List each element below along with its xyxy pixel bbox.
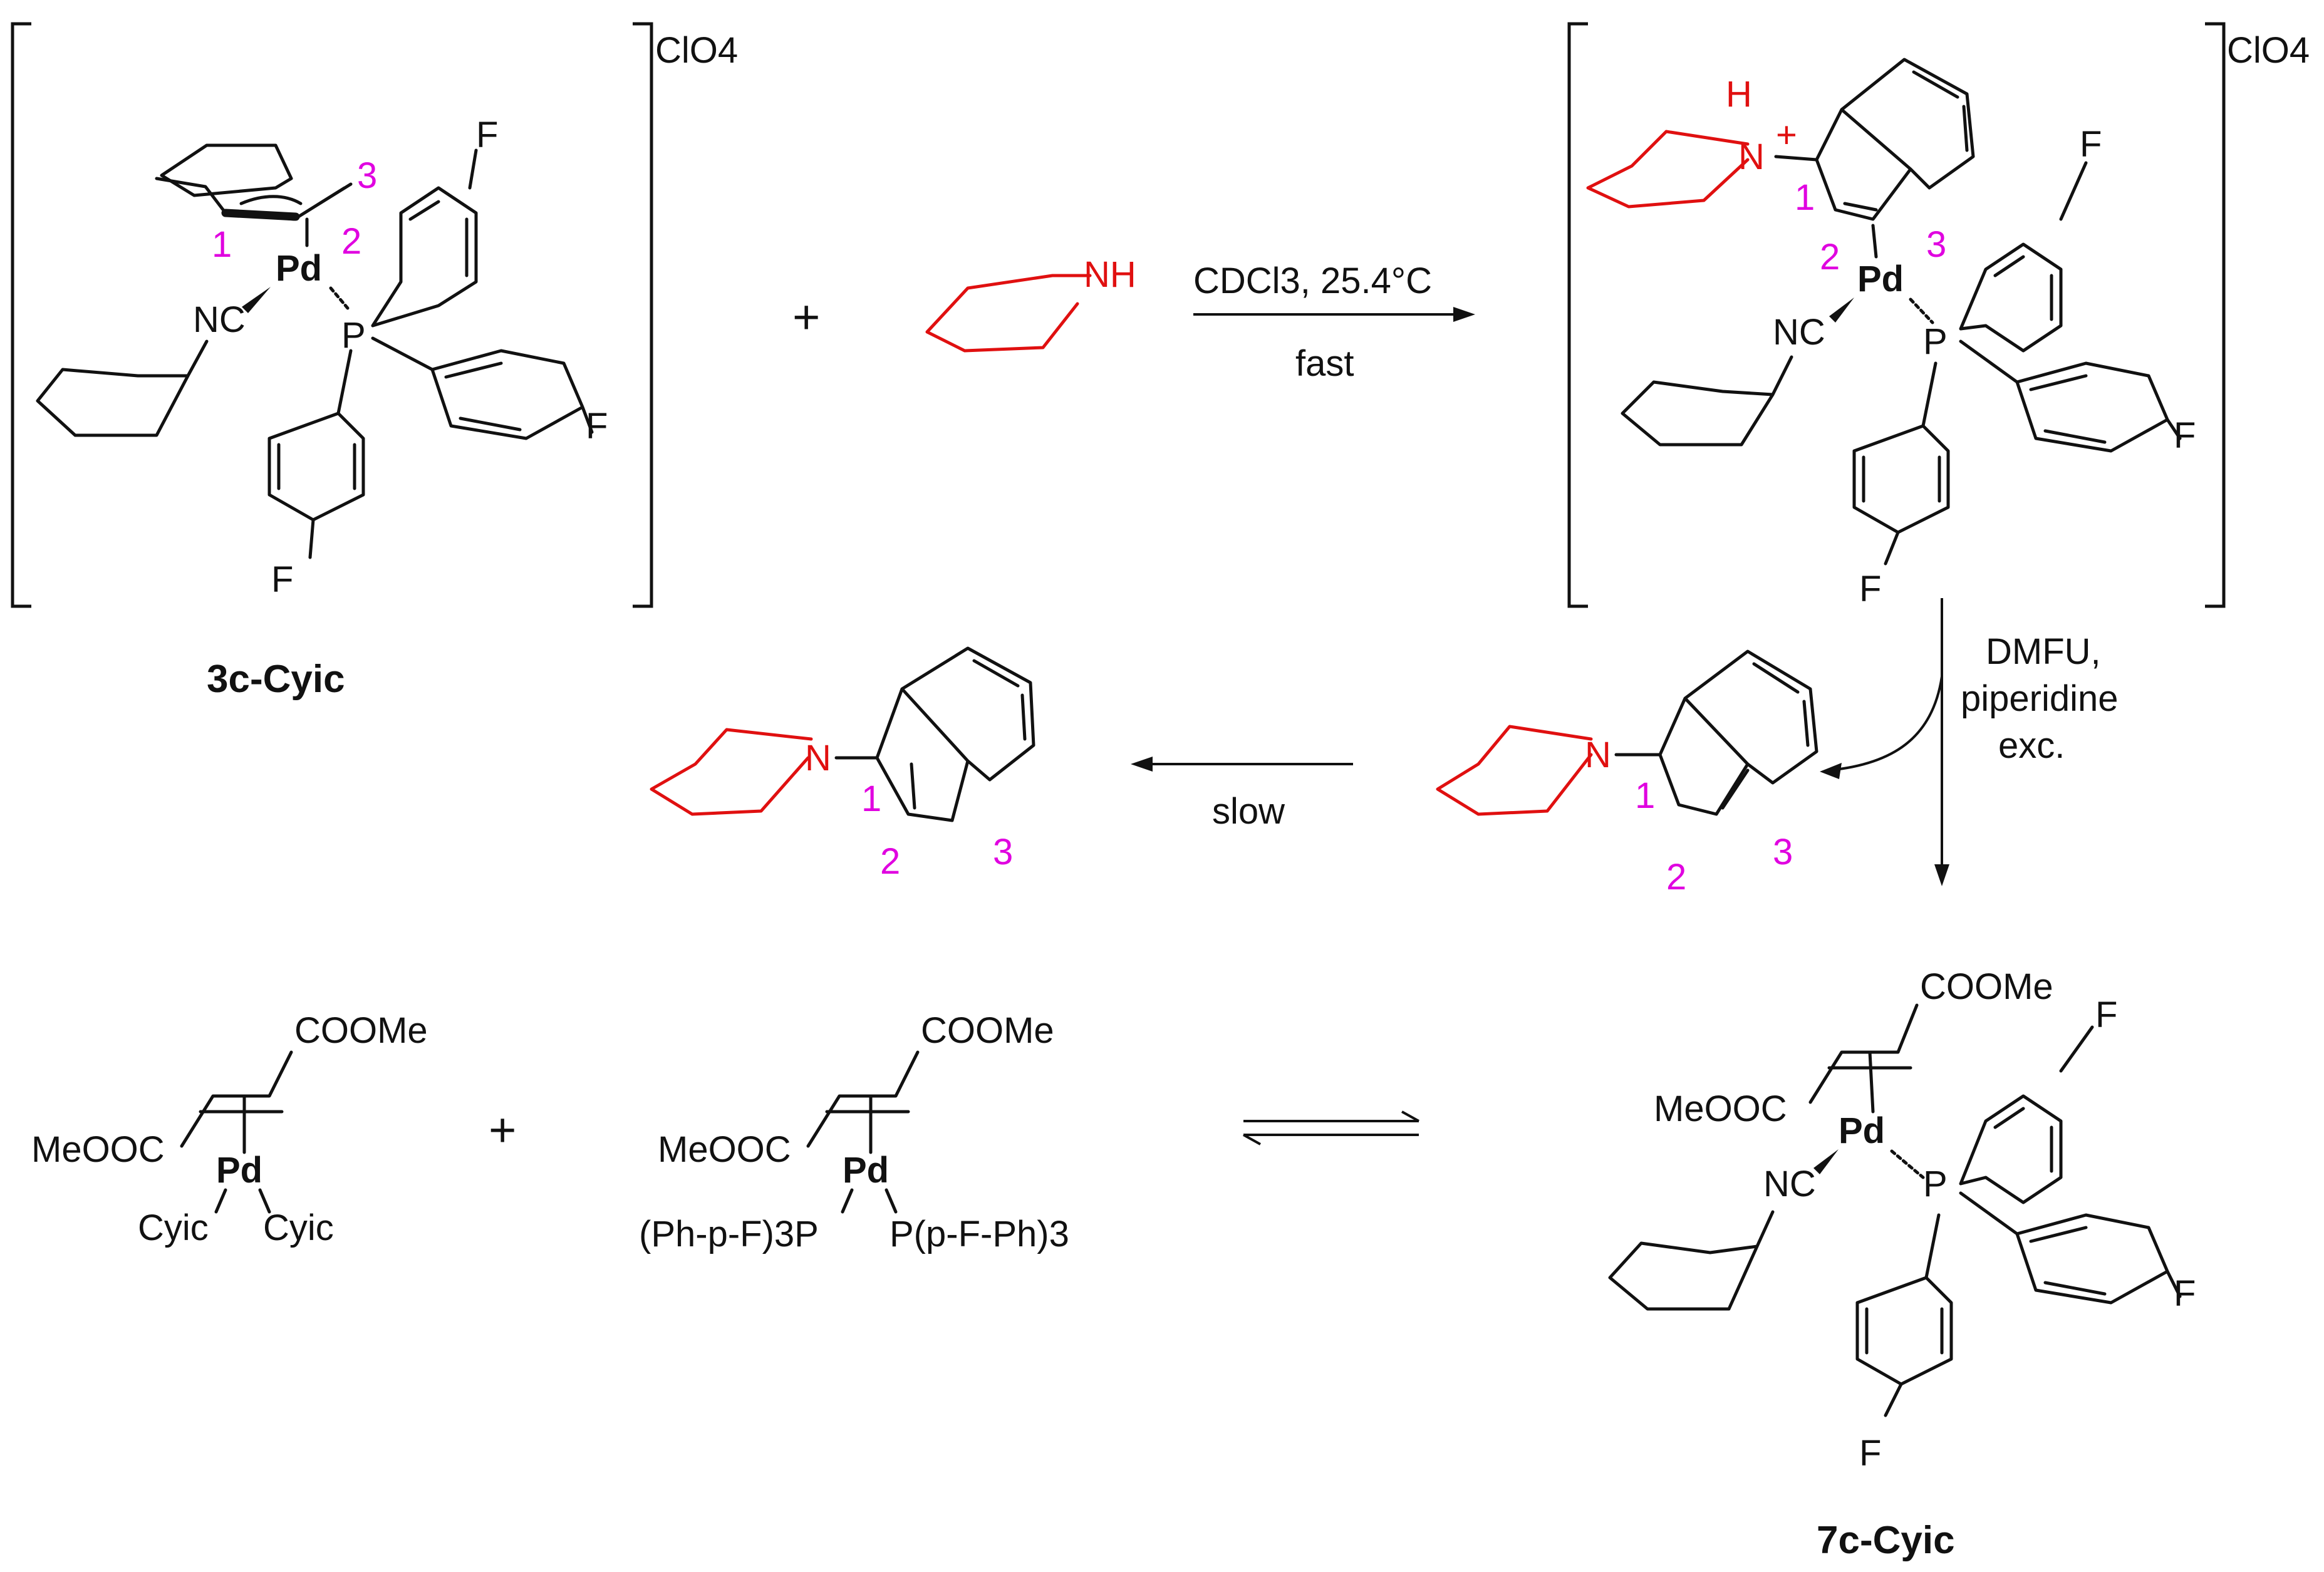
- palladium-label-2: Pd: [1857, 259, 1904, 299]
- locant-1d: 1: [861, 778, 881, 819]
- piperidinium-ring: [1586, 130, 1750, 209]
- palladium-label-5: Pd: [1839, 1110, 1885, 1151]
- right-bracket-2: [2205, 22, 2226, 608]
- locant-1: 1: [212, 224, 232, 265]
- locant-2: 2: [341, 221, 361, 262]
- wedge-bond-2: [1829, 297, 1854, 323]
- arrow-step-1: [1193, 307, 1475, 322]
- step1-rate: fast: [1295, 343, 1354, 384]
- intermediate-complex: ClO4 H N + 1 2 3 Pd NC P F F F: [1567, 22, 2310, 609]
- aryl-ring-right-2: [1959, 339, 2182, 453]
- aryl-ring-right: [371, 336, 594, 440]
- ester-left-3: MeOOC: [1654, 1089, 1787, 1129]
- complex-3c-cyic: ClO4 1 2 3 Pd NC P F F F 3c-Cyic: [11, 22, 738, 701]
- locant-3: 3: [357, 155, 377, 196]
- step2-line3: exc.: [1998, 725, 2065, 766]
- equilibrium-arrows: [1243, 1110, 1419, 1145]
- aryl-ring-top-3: [1959, 1025, 2094, 1204]
- fluorine-bottom-3: F: [1859, 1433, 1881, 1474]
- locant-2d: 2: [880, 841, 900, 882]
- locant-1c: 1: [1635, 775, 1655, 816]
- step3-rate: slow: [1212, 791, 1285, 832]
- fluorine-top-3: F: [2095, 995, 2117, 1035]
- fluorine-top: F: [476, 115, 498, 155]
- ester-left-2: MeOOC: [658, 1129, 791, 1170]
- palladium-label: Pd: [276, 248, 322, 289]
- fumarate-cyic-complex: COOMe MeOOC Pd Cyic Cyic: [31, 1010, 428, 1248]
- ligand-cyic-left: Cyic: [138, 1207, 209, 1248]
- wedge-bond: [242, 287, 271, 313]
- palladium-label-3: Pd: [216, 1150, 262, 1191]
- locant-2c: 2: [1666, 857, 1686, 897]
- cyclohexyl-ring: [36, 339, 209, 437]
- amine-product-1: N 1 2 3: [1436, 649, 1818, 897]
- fluorine-bottom-2: F: [1859, 569, 1881, 609]
- ligand-phos-left: (Ph-p-F)3P: [639, 1214, 819, 1254]
- step2-line2: piperidine: [1961, 678, 2119, 719]
- locant-3c: 3: [1773, 832, 1793, 872]
- compound-label-7c-cyic: 7c-Cyic: [1817, 1519, 1955, 1562]
- left-bracket: [11, 22, 31, 608]
- counterion-label-2: ClO4: [2227, 30, 2310, 71]
- indenyl-ligand: [155, 143, 353, 247]
- locant-1b: 1: [1795, 177, 1815, 218]
- ammonium-h: H: [1726, 74, 1752, 115]
- locant-2b: 2: [1820, 237, 1840, 277]
- ammonium-n: N: [1738, 137, 1765, 177]
- step1-conditions: CDCl3, 25.4°C: [1193, 261, 1432, 301]
- isonitrile-label-3: NC: [1763, 1164, 1816, 1204]
- isonitrile-label-2: NC: [1773, 312, 1825, 353]
- cyclohexyl-ring-2: [1621, 355, 1793, 447]
- fluorine-top-2: F: [2080, 124, 2102, 165]
- ester-left-1: MeOOC: [31, 1129, 165, 1170]
- compound-label-3c-cyic: 3c-Cyic: [207, 658, 345, 701]
- piperidine: NH: [925, 254, 1136, 353]
- aryl-ring-right-3: [1959, 1191, 2182, 1305]
- locant-3b: 3: [1926, 224, 1946, 265]
- fumarate-phosphine-complex: COOMe MeOOC Pd (Ph-p-F)3P P(p-F-Ph)3: [639, 1010, 1069, 1254]
- fluorine-right-2: F: [2174, 415, 2196, 456]
- fluorine-bottom: F: [271, 559, 293, 600]
- aryl-ring-bottom: [267, 349, 365, 559]
- ligand-phos-right: P(p-F-Ph)3: [890, 1214, 1069, 1254]
- amine2-n: N: [805, 738, 831, 778]
- aryl-ring-bottom-3: [1855, 1213, 1953, 1417]
- cyclohexyl-ring-3: [1608, 1210, 1775, 1311]
- amine1-n: N: [1585, 735, 1611, 775]
- right-bracket: [633, 22, 653, 608]
- wedge-bond-3: [1813, 1149, 1839, 1174]
- ester-top-3: COOMe: [1920, 966, 2053, 1007]
- aryl-ring-bottom-2: [1852, 361, 1950, 566]
- ammonium-charge: +: [1776, 115, 1797, 155]
- plus-sign-top: +: [792, 291, 820, 344]
- locant-3d: 3: [993, 832, 1013, 872]
- fluorine-right: F: [586, 406, 608, 447]
- phosphorus-label-2: P: [1923, 321, 1948, 362]
- arrow-step-2: [1820, 598, 1949, 886]
- ligand-cyic-right: Cyic: [263, 1207, 334, 1248]
- complex-7c-cyic: COOMe MeOOC Pd NC P F F F 7c-Cyic: [1608, 966, 2196, 1562]
- fluorine-right-3: F: [2174, 1273, 2196, 1314]
- indenyl-ring: [1815, 58, 1975, 221]
- phosphorus-label-3: P: [1923, 1164, 1948, 1204]
- amine-product-2: N 1 2 3: [650, 646, 1035, 882]
- step2-line1: DMFU,: [1986, 631, 2101, 672]
- ester-top-2: COOMe: [921, 1010, 1054, 1051]
- piperidine-nh: NH: [1084, 254, 1136, 295]
- phosphorus-label: P: [341, 315, 366, 356]
- isonitrile-label: NC: [193, 299, 246, 340]
- palladium-label-4: Pd: [843, 1150, 889, 1191]
- ester-top-1: COOMe: [294, 1010, 428, 1051]
- left-bracket-2: [1567, 22, 1588, 608]
- counterion-label: ClO4: [655, 30, 738, 71]
- aryl-ring-top-2: [1959, 161, 2088, 353]
- aryl-ring-top: [371, 148, 478, 328]
- arrow-step-3: [1131, 757, 1353, 772]
- plus-sign-bottom: +: [489, 1104, 516, 1157]
